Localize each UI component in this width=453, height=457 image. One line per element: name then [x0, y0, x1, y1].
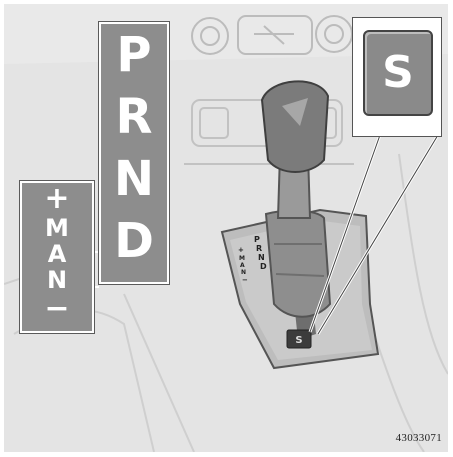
- letter-a: A: [22, 241, 92, 267]
- s-callout-panel: S: [352, 17, 442, 137]
- plus-symbol: +: [22, 183, 92, 215]
- gate-plus: +: [238, 246, 244, 254]
- manual-label-panel: + M A N −: [20, 181, 94, 333]
- gate-r: R: [256, 244, 262, 253]
- gate-a: A: [240, 262, 245, 269]
- gate-n: N: [258, 253, 265, 262]
- letter-d: D: [101, 210, 167, 272]
- gate-minus: −: [242, 276, 248, 284]
- letter-m: M: [22, 215, 92, 241]
- figure-code: 43033071: [396, 432, 442, 444]
- letter-n-man: N: [22, 267, 92, 293]
- illustration-frame: S P R N D + M A N − P R N D +: [4, 4, 448, 452]
- gate-m: M: [239, 255, 245, 262]
- letter-p: P: [101, 24, 167, 86]
- gate-d: D: [260, 262, 267, 271]
- gate-n2: N: [241, 269, 246, 276]
- svg-text:S: S: [295, 335, 302, 346]
- letter-r: R: [101, 86, 167, 148]
- climate-controls: [192, 16, 352, 54]
- letter-n: N: [101, 148, 167, 210]
- prnd-label-panel: P R N D: [99, 22, 169, 284]
- minus-symbol: −: [22, 293, 92, 325]
- s-key: S: [363, 30, 433, 116]
- gate-p: P: [254, 235, 260, 244]
- shifter-knob: [262, 81, 328, 172]
